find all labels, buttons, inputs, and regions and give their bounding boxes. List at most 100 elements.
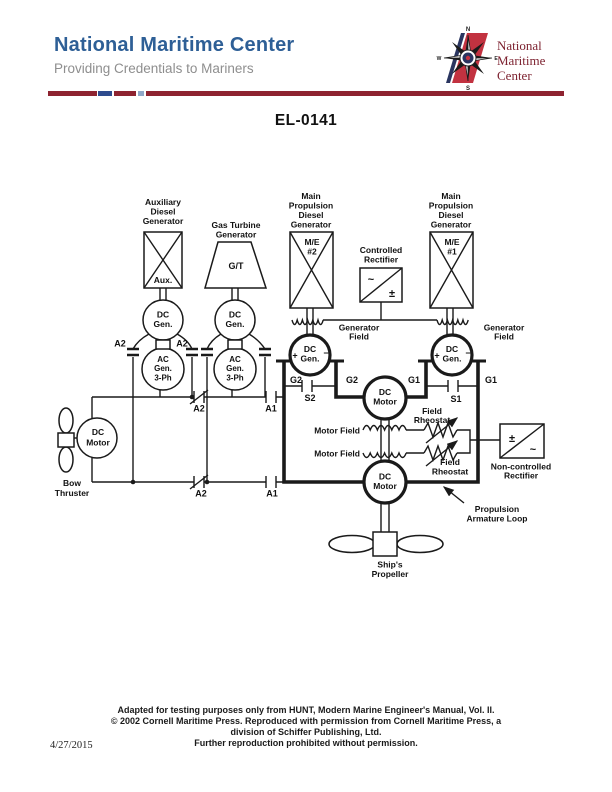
terminal-g1: G1 (485, 375, 497, 385)
non-controlled-rectifier (499, 423, 545, 459)
compass-rose-icon (443, 34, 493, 82)
motor-field-coil-upper (362, 424, 407, 432)
motor-field-circuit (362, 417, 500, 467)
terminal-a2: A2 (193, 404, 205, 414)
label-gen: Gen. (301, 354, 320, 364)
label-armature-loop: Armature Loop (467, 514, 528, 524)
copyright-line: © 2002 Cornell Maritime Press. Reproduce… (110, 716, 502, 726)
propulsion-dc-motor-lower (362, 459, 408, 505)
logo-text-line1: National (497, 38, 542, 53)
auxiliary-diesel-generator (141, 231, 185, 391)
terminal-a1: A1 (265, 404, 277, 414)
logo-text-line3: Center (497, 68, 532, 83)
label-motor-field: Motor Field (314, 449, 360, 459)
rule-segment (97, 91, 98, 96)
label-main1: Generator (431, 220, 472, 230)
gas-turbine-generator (204, 241, 268, 391)
label-me1: M/E (444, 237, 459, 247)
label-dc: DC (304, 344, 316, 354)
label-ctrl-rect: Rectifier (364, 255, 399, 265)
label-gt: Generator (216, 230, 257, 240)
label-ships-propeller: Propeller (372, 569, 410, 579)
label-gen: Gen. (154, 364, 172, 373)
label-bow-thruster: Thruster (55, 488, 90, 498)
label-aux: Diesel (150, 207, 175, 217)
bow-thruster-group (57, 407, 118, 473)
label-motor: Motor (86, 438, 110, 448)
label-gen-field: Field (349, 332, 369, 342)
label-plus: + (434, 351, 439, 361)
label-me1: #1 (447, 247, 457, 257)
label-gen: Gen. (154, 319, 173, 329)
generator-field-coil-1 (436, 317, 469, 326)
compass-s: S (466, 86, 470, 91)
label-gt-tag: G/T (229, 261, 245, 271)
label-main1: Diesel (438, 210, 463, 220)
rule-segment (112, 91, 114, 96)
dc-symbol: ± (509, 433, 515, 445)
nmc-compass-logo: N S W E National Maritime Center (437, 27, 546, 91)
junction-dot (204, 479, 210, 485)
terminal-g1: G1 (408, 375, 420, 385)
label-main1: Propulsion (429, 201, 473, 211)
label-main2: Propulsion (289, 201, 333, 211)
main-propulsion-diesel-generator-1 (429, 231, 474, 377)
rule-segment (48, 91, 97, 96)
label-nonctrl-rect: Rectifier (504, 471, 539, 481)
compass-w: W (437, 56, 442, 62)
label-ctrl-rect: Controlled (360, 245, 403, 255)
label-nonctrl-rect: Non-controlled (491, 462, 551, 472)
label-main1: Main (441, 191, 460, 201)
terminal-s2: S2 (304, 393, 315, 403)
label-motor: Motor (373, 481, 397, 491)
label-ships-propeller: Ship's (377, 560, 402, 570)
label-3ph: 3-Ph (154, 374, 171, 383)
label-dc: DC (379, 387, 391, 397)
label-field-rheostat: Rheostat (414, 415, 451, 425)
terminal-s1: S1 (450, 394, 461, 404)
terminal-g2: G2 (290, 375, 302, 385)
rule-segment (114, 91, 136, 96)
agency-title: National Maritime Center (54, 34, 295, 56)
label-me2: M/E (304, 237, 319, 247)
controlled-rectifier (359, 267, 403, 303)
label-aux-tag: Aux. (154, 275, 172, 285)
label-aux: Generator (143, 216, 184, 226)
dc-symbol: ± (389, 288, 395, 300)
rule-segment (144, 91, 146, 96)
copyright-line: Adapted for testing purposes only from H… (117, 705, 495, 715)
date-stamp: 4/27/2015 (50, 740, 93, 751)
junction-dot (130, 479, 136, 485)
rule-segment (136, 91, 138, 96)
rule-segment (146, 91, 564, 96)
label-gen: Gen. (443, 354, 462, 364)
label-motor-field: Motor Field (314, 426, 360, 436)
label-gen-field: Generator (339, 323, 380, 333)
label-ac: AC (157, 355, 169, 364)
generator-field-coil-2 (291, 317, 324, 326)
ships-propeller-group (328, 503, 444, 557)
label-dc: DC (229, 310, 241, 320)
label-ac: AC (229, 355, 241, 364)
label-motor: Motor (373, 397, 397, 407)
label-field-rheostat: Rheostat (432, 467, 469, 477)
label-3ph: 3-Ph (226, 374, 243, 383)
label-dc: DC (379, 472, 391, 482)
terminal-a2: A2 (176, 339, 188, 349)
main-propulsion-diesel-generator-2 (288, 231, 334, 377)
label-dc: DC (92, 427, 104, 437)
terminal-g2: G2 (346, 375, 358, 385)
junction-dot (189, 394, 195, 400)
header-rule (48, 91, 564, 96)
label-minus: − (323, 348, 328, 358)
terminal-a1: A1 (266, 489, 278, 499)
label-plus: + (292, 351, 297, 361)
agency-tagline: Providing Credentials to Mariners (54, 61, 254, 76)
label-main2: Main (301, 191, 320, 201)
copyright-line: Further reproduction prohibited without … (194, 738, 418, 748)
terminal-a2: A2 (114, 339, 126, 349)
diagram-labels: Auxiliary Diesel Generator Aux. Gas Turb… (55, 191, 551, 579)
copyright-line: division of Schiffer Publishing, Ltd. (230, 727, 382, 737)
label-gt: Gas Turbine (212, 220, 261, 230)
bus-wiring (91, 288, 478, 490)
